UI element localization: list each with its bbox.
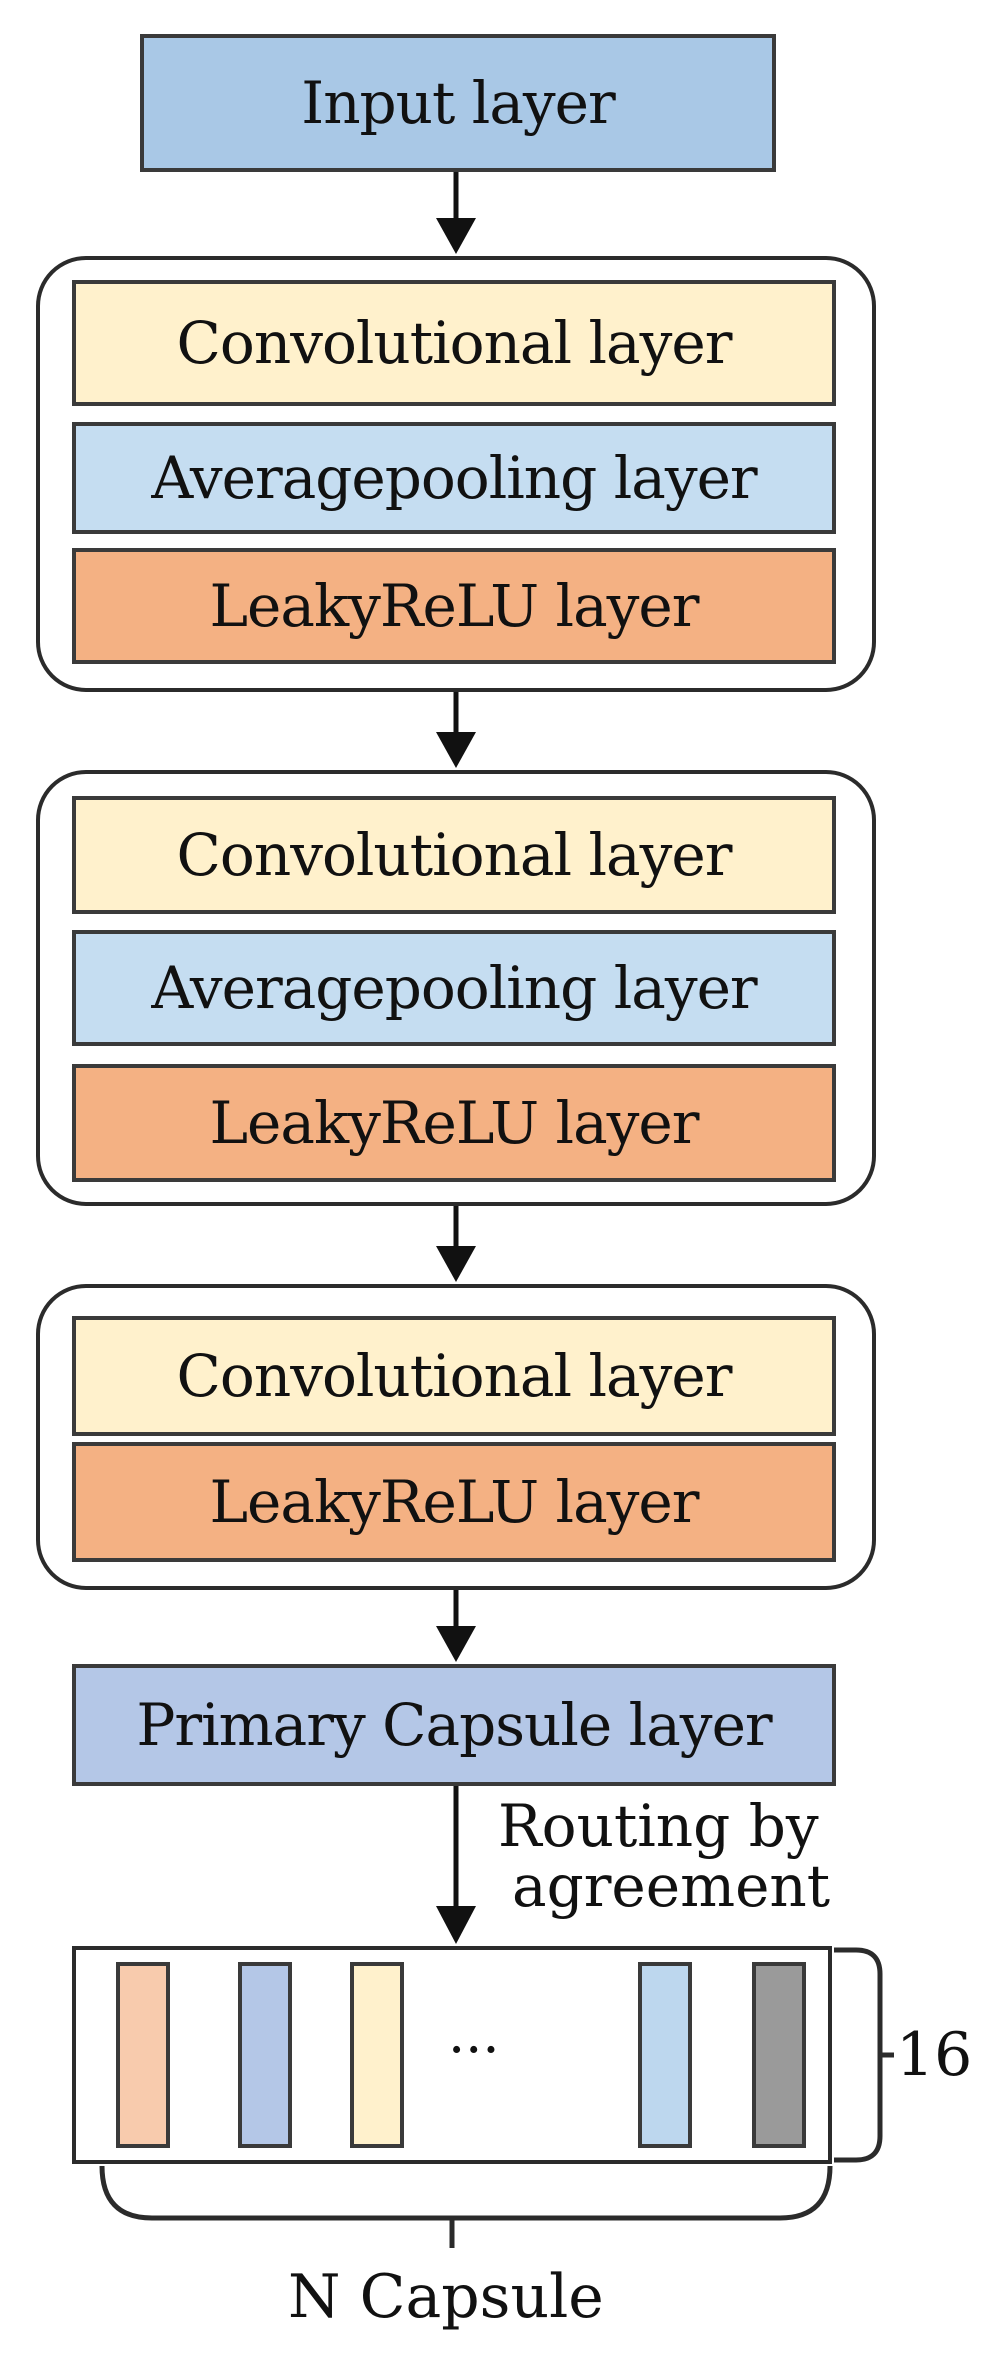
arrow-block2-to-block3	[436, 1206, 476, 1282]
block-3-relu-label: LeakyReLU layer	[209, 1468, 700, 1536]
routing-label-line-1: Routing by	[498, 1792, 819, 1860]
block-1-pool-label: Averagepooling layer	[151, 444, 757, 512]
block-1-conv-layer: Convolutional layer	[72, 280, 836, 406]
routing-label-line-2: agreement	[512, 1852, 831, 1920]
capsule-output-vector: ...	[72, 1946, 832, 2164]
capsule-bar-light-blue	[638, 1962, 692, 2148]
arrow-input-to-block1	[436, 172, 476, 254]
arrow-block3-to-primary	[436, 1590, 476, 1662]
input-layer-box: Input layer	[140, 34, 776, 172]
block-2-pool-label: Averagepooling layer	[151, 954, 757, 1022]
block-2-conv-label: Convolutional layer	[176, 821, 733, 889]
capsule-ellipsis: ...	[448, 2002, 500, 2065]
block-3-conv-layer: Convolutional layer	[72, 1316, 836, 1436]
capsule-bar-orange	[116, 1962, 170, 2148]
dimension-brace	[834, 1947, 894, 2163]
block-1-relu-label: LeakyReLU layer	[209, 572, 700, 640]
dimension-label: 16	[896, 2020, 973, 2090]
block-2-conv-layer: Convolutional layer	[72, 796, 836, 914]
primary-capsule-layer: Primary Capsule layer	[72, 1664, 836, 1786]
block-1-conv-label: Convolutional layer	[176, 309, 733, 377]
n-capsule-label: N Capsule	[288, 2262, 604, 2332]
capsule-bar-gray	[752, 1962, 806, 2148]
capsule-bar-blue	[238, 1962, 292, 2148]
block-1-relu-layer: LeakyReLU layer	[72, 548, 836, 664]
arrow-block1-to-block2	[436, 692, 476, 768]
n-capsule-brace	[99, 2165, 833, 2248]
block-2-relu-layer: LeakyReLU layer	[72, 1064, 836, 1182]
block-2-pool-layer: Averagepooling layer	[72, 930, 836, 1046]
arrow-primary-to-capsules	[436, 1786, 476, 1944]
block-2-relu-label: LeakyReLU layer	[209, 1089, 700, 1157]
input-layer-label: Input layer	[301, 69, 615, 137]
block-3-relu-layer: LeakyReLU layer	[72, 1442, 836, 1562]
primary-capsule-label: Primary Capsule layer	[136, 1691, 772, 1759]
block-3-conv-label: Convolutional layer	[176, 1342, 733, 1410]
block-1-pool-layer: Averagepooling layer	[72, 422, 836, 534]
capsule-bar-yellow	[350, 1962, 404, 2148]
